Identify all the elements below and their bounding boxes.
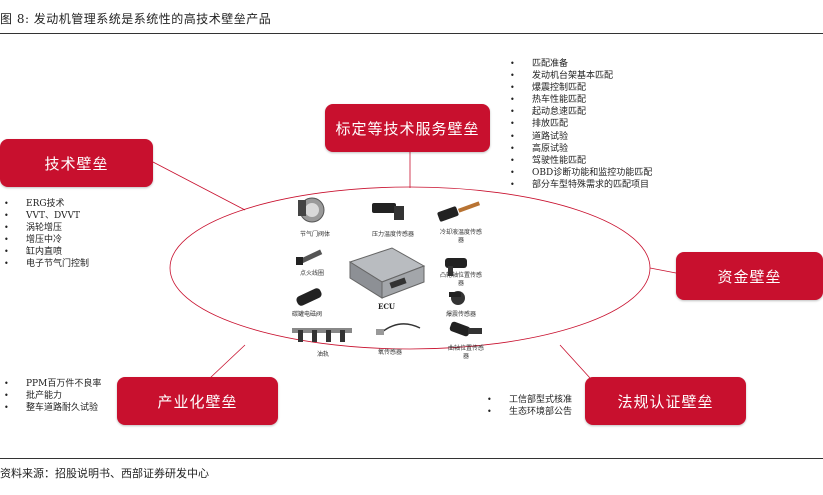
coolant-sensor-icon [437, 201, 480, 222]
ecu-unit-icon [350, 248, 424, 298]
bottom-divider [0, 458, 823, 459]
canister-solenoid-icon [295, 287, 323, 307]
part-label: 凸轮轴位置传感器 [440, 272, 482, 288]
ignition-coil-icon [296, 250, 322, 265]
part-label: 点火线圈 [300, 268, 324, 277]
throttle-body-icon [298, 198, 324, 222]
part-label: 油轨 [317, 349, 329, 358]
part-label: 节气门阀体 [300, 229, 330, 238]
figure-source: 资料来源：招股说明书、西部证券研发中心 [0, 465, 209, 481]
crank-sensor-icon [449, 321, 482, 337]
knock-sensor-icon [449, 291, 465, 305]
part-label: 冷却液温度传感器 [440, 229, 482, 245]
pressure-sensor-icon [372, 203, 404, 220]
part-label: 碳罐电磁阀 [292, 309, 322, 318]
part-label: 氧传感器 [378, 347, 402, 356]
ecu-label: ECU [378, 302, 395, 311]
fuel-rail-icon [292, 328, 352, 342]
oxygen-sensor-icon [376, 324, 420, 335]
part-label: 曲轴位置传感器 [446, 345, 486, 361]
part-label: 压力温度传感器 [372, 229, 414, 238]
part-label: 爆震传感器 [446, 309, 476, 318]
